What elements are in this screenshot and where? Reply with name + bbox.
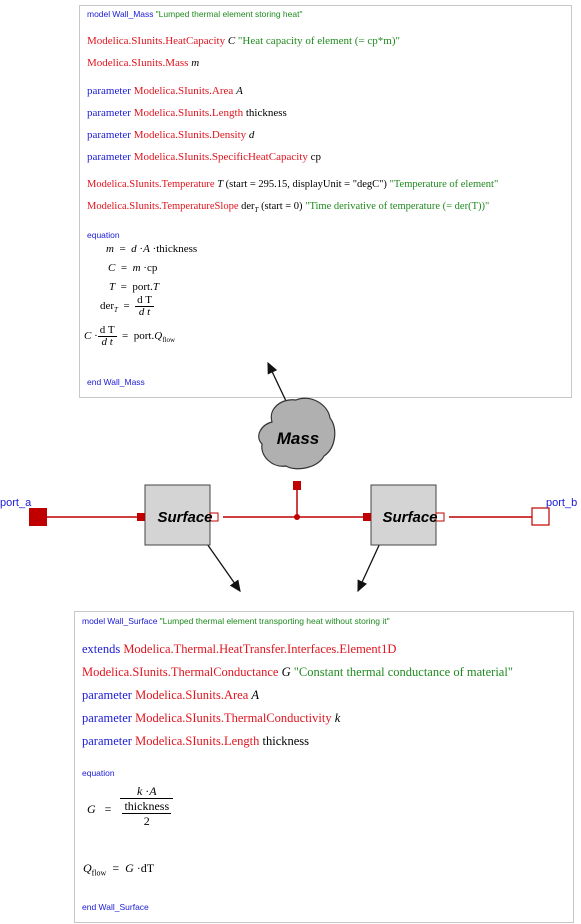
wall-surface-code-panel: model Wall_Surface "Lumped thermal eleme… bbox=[74, 611, 574, 923]
port-a-label: port_a bbox=[0, 497, 32, 509]
mass-model-header: model Wall_Mass "Lumped thermal element … bbox=[87, 9, 303, 19]
surface-param-area: parameter Modelica.SIunits.Area A bbox=[82, 688, 260, 702]
arrow-left-surface-to-model bbox=[204, 540, 241, 593]
mass-end-line: end Wall_Mass bbox=[87, 377, 145, 387]
surface-right-label: Surface bbox=[382, 509, 437, 526]
equation-keyword: equation bbox=[87, 230, 120, 240]
port-b-connector[interactable] bbox=[531, 507, 550, 526]
mass-port[interactable] bbox=[293, 481, 301, 490]
surface-right-block[interactable] bbox=[370, 484, 437, 546]
param-area: parameter Modelica.SIunits.Area A bbox=[87, 85, 243, 97]
temperature-declaration: Modelica.SIunits.Temperature T (start = … bbox=[87, 179, 499, 190]
surface-left-port-out[interactable] bbox=[209, 512, 219, 522]
arrow-right-surface-to-model bbox=[357, 540, 382, 593]
equation-heat-flow: Qflow = G ·dT bbox=[83, 861, 155, 878]
model-description: "Lumped thermal element storing heat" bbox=[155, 9, 303, 19]
param-density: parameter Modelica.SIunits.Density d bbox=[87, 129, 255, 141]
port-a-connector[interactable] bbox=[29, 508, 47, 526]
extends-line: extends Modelica.Thermal.HeatTransfer.In… bbox=[82, 642, 397, 656]
param-length: parameter Modelica.SIunits.Length thickn… bbox=[87, 107, 287, 119]
surface-equation-keyword: equation bbox=[82, 768, 115, 778]
surface-left-label: Surface bbox=[157, 509, 212, 526]
surface-right-port-in[interactable] bbox=[363, 513, 371, 521]
junction-dot bbox=[294, 514, 300, 520]
surface-left-port-in[interactable] bbox=[137, 513, 145, 521]
surface-right-port-out[interactable] bbox=[435, 512, 445, 522]
surface-end-line: end Wall_Surface bbox=[82, 902, 149, 912]
equation-heat-capacity: C = m ·cp bbox=[108, 262, 158, 274]
equation-mass: m = d ·A ·thickness bbox=[106, 243, 198, 255]
port-b-label: port_b bbox=[546, 497, 577, 509]
param-specific-heat: parameter Modelica.SIunits.SpecificHeatC… bbox=[87, 151, 321, 163]
surface-param-thickness: parameter Modelica.SIunits.Length thickn… bbox=[82, 734, 310, 748]
surface-left-block[interactable] bbox=[144, 484, 211, 546]
wall-mass-code-panel: model Wall_Mass "Lumped thermal element … bbox=[79, 5, 572, 398]
conductance-declaration: Modelica.SIunits.ThermalConductance G "C… bbox=[82, 665, 513, 679]
surface-model-header: model Wall_Surface "Lumped thermal eleme… bbox=[82, 616, 390, 626]
equation-temperature: T = port.T bbox=[109, 281, 159, 293]
mass-declaration: Modelica.SIunits.Mass m bbox=[87, 57, 200, 69]
temperature-slope-declaration: Modelica.SIunits.TemperatureSlope derT (… bbox=[87, 201, 490, 215]
model-name: Wall_Mass bbox=[112, 9, 154, 19]
mass-label: Mass bbox=[277, 429, 320, 448]
model-keyword: model bbox=[87, 9, 111, 19]
surface-param-conductivity: parameter Modelica.SIunits.ThermalConduc… bbox=[82, 711, 341, 725]
mass-shape bbox=[258, 397, 336, 470]
heat-capacity-declaration: Modelica.SIunits.HeatCapacity C "Heat ca… bbox=[87, 35, 401, 47]
